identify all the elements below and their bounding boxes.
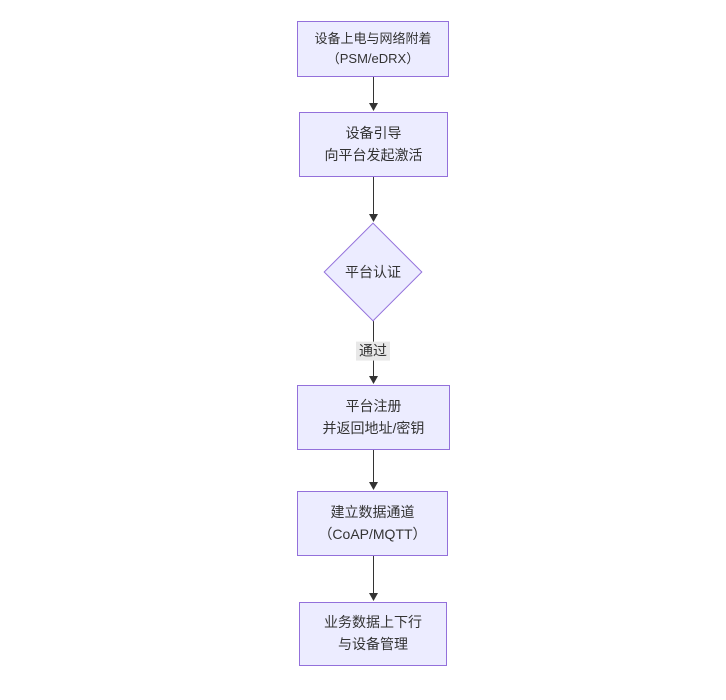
node-text: 平台注册 [345,397,402,414]
node-device-bootstrap: 设备引导 向平台发起激活 [299,112,448,177]
node-text: 业务数据上下行 [324,614,422,631]
node-business-data-device-mgmt: 业务数据上下行 与设备管理 [299,602,447,666]
node-data-channel: 建立数据通道 （CoAP/MQTT） [297,491,448,556]
node-power-on-network-attach: 设备上电与网络附着 （PSM/eDRX） [297,21,449,77]
node-text: （PSM/eDRX） [326,51,420,66]
edge-label-pass: 通过 [356,341,390,361]
node-text: 设备上电与网络附着 [314,30,432,46]
node-text: （CoAP/MQTT） [318,525,427,542]
node-text: 平台认证 [345,264,401,280]
arrowhead-icon [369,482,378,490]
node-platform-register: 平台注册 并返回地址/密钥 [297,385,450,450]
arrowhead-icon [369,593,378,601]
node-text: 并返回地址/密钥 [322,419,425,436]
node-text: 建立数据通道 [330,503,415,520]
node-text: 与设备管理 [338,636,408,652]
arrowhead-icon [369,103,378,111]
node-text: 设备引导 [345,124,402,141]
decision-platform-auth: 平台认证 [323,222,423,322]
node-text: 向平台发起激活 [324,146,423,163]
arrowhead-icon [369,376,378,384]
arrowhead-icon [369,214,378,222]
